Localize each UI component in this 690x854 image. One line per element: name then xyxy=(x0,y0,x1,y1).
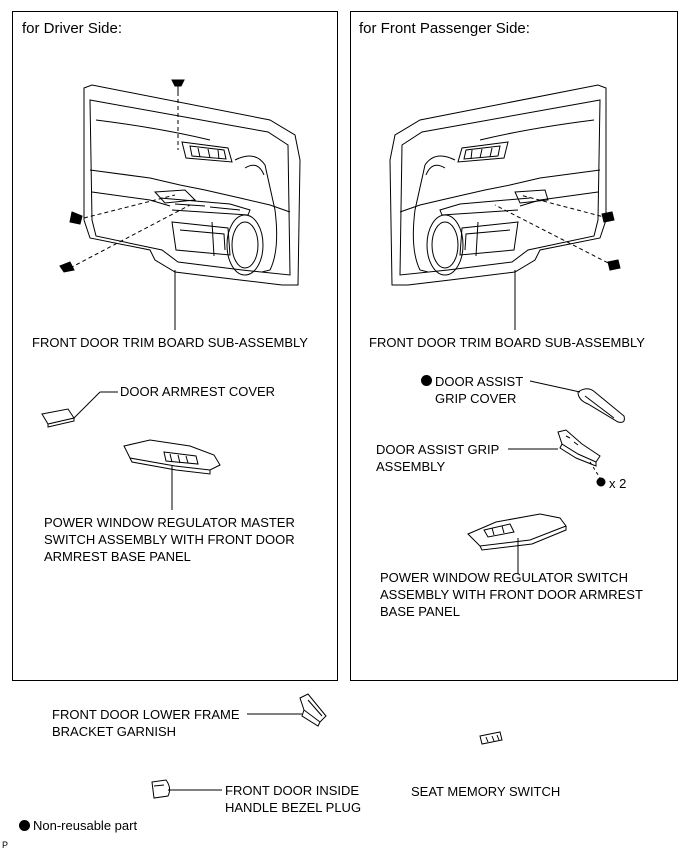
lower-frame-garnish-part xyxy=(247,693,327,727)
seat-memory-label: SEAT MEMORY SWITCH xyxy=(411,784,561,799)
driver-fasteners xyxy=(59,79,191,273)
bezel-plug-label: FRONT DOOR INSIDE HANDLE BEZEL PLUG xyxy=(225,783,362,815)
passenger-fasteners xyxy=(494,194,621,271)
driver-door-trim-board xyxy=(83,84,301,286)
legend-dot-icon xyxy=(19,820,30,831)
door-assist-grip-part xyxy=(508,429,606,487)
lower-frame-garnish-label: FRONT DOOR LOWER FRAME BRACKET GARNISH xyxy=(52,707,240,739)
regulator-switch-label: POWER WINDOW REGULATOR SWITCH ASSEMBLY W… xyxy=(380,570,643,619)
passenger-side-panel xyxy=(350,11,678,681)
passenger-trim-label: FRONT DOOR TRIM BOARD SUB-ASSEMBLY xyxy=(369,335,645,350)
seat-memory-switch-part xyxy=(479,731,503,745)
non-reusable-dot-icon xyxy=(421,375,432,386)
passenger-door-trim-board xyxy=(389,84,607,286)
grip-cover-label: DOOR ASSIST GRIP COVER xyxy=(435,374,524,406)
passenger-side-title: for Front Passenger Side: xyxy=(359,20,530,37)
door-armrest-cover-part xyxy=(41,391,118,428)
driver-side-title: for Driver Side: xyxy=(22,20,123,37)
driver-trim-label: FRONT DOOR TRIM BOARD SUB-ASSEMBLY xyxy=(32,335,308,350)
master-switch-label: POWER WINDOW REGULATOR MASTER SWITCH ASS… xyxy=(44,515,295,564)
regulator-switch-part xyxy=(467,513,567,574)
door-assist-grip-cover-part xyxy=(529,380,625,423)
driver-side-panel xyxy=(12,11,338,681)
corner-code: P xyxy=(2,840,9,850)
master-switch-part xyxy=(123,439,221,510)
armrest-cover-label: DOOR ARMREST COVER xyxy=(120,384,276,399)
grip-assembly-label: DOOR ASSIST GRIP ASSEMBLY xyxy=(376,442,500,474)
screw-count-label: x 2 xyxy=(609,476,627,491)
bezel-plug-part xyxy=(151,779,222,799)
legend-non-reusable: Non-reusable part xyxy=(33,818,138,833)
